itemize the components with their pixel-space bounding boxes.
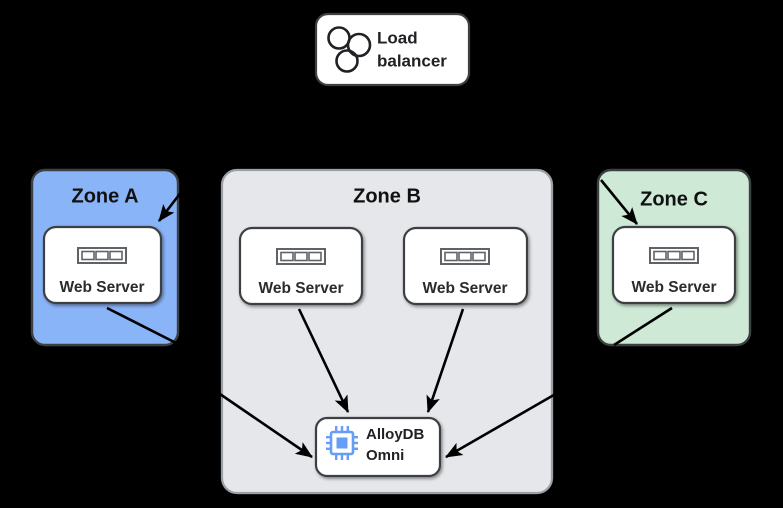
load-balancer-node[interactable]: Load balancer xyxy=(314,12,471,87)
server-rack-icon xyxy=(276,248,326,265)
zone-c-label: Zone C xyxy=(640,188,708,210)
load-balancer-label-line1: Load xyxy=(377,28,418,47)
web-server-b2-node[interactable]: Web Server xyxy=(402,226,529,306)
web-server-b1-node[interactable]: Web Server xyxy=(238,226,364,306)
edge-ws-c-stub xyxy=(613,306,673,347)
edge-ws-c-to-alloydb xyxy=(445,390,560,459)
cpu-chip-icon xyxy=(326,426,358,460)
edge-ws-a-stub xyxy=(106,306,181,347)
alloydb-omni-label-line2: Omni xyxy=(366,447,404,464)
edge-ws-a-to-alloydb xyxy=(216,390,313,459)
edge-lb-to-zone-c xyxy=(599,179,639,225)
server-rack-icon xyxy=(440,248,490,265)
server-rack-icon xyxy=(77,247,127,264)
server-rack-icon xyxy=(649,247,699,264)
web-server-b2-label: Web Server xyxy=(422,280,507,297)
zone-b-label: Zone B xyxy=(353,185,421,207)
edge-ws-b2-to-alloydb xyxy=(426,308,465,413)
web-server-c-label: Web Server xyxy=(631,279,716,296)
web-server-b1-box xyxy=(238,226,364,306)
web-server-a-box xyxy=(42,225,163,305)
web-server-b2-box xyxy=(402,226,529,306)
web-server-a-label: Web Server xyxy=(59,279,144,296)
web-server-a-node[interactable]: Web Server xyxy=(42,225,163,305)
edge-ws-b1-to-alloydb xyxy=(297,308,350,413)
alloydb-omni-node[interactable]: AlloyDB Omni xyxy=(314,416,442,478)
web-server-c-box xyxy=(611,225,737,305)
edge-group xyxy=(106,91,673,459)
three-circles-icon xyxy=(327,26,372,73)
zone-a-label: Zone A xyxy=(71,185,138,207)
web-server-c-node[interactable]: Web Server xyxy=(611,225,737,305)
alloydb-omni-label-line1: AlloyDB xyxy=(366,426,425,443)
edge-lb-to-web-server-b1 xyxy=(326,91,347,162)
edge-lb-to-web-server-b2 xyxy=(439,91,472,161)
load-balancer-label-line2: balancer xyxy=(377,51,447,70)
edge-lb-to-zone-a xyxy=(157,177,194,222)
web-server-b1-label: Web Server xyxy=(258,280,343,297)
